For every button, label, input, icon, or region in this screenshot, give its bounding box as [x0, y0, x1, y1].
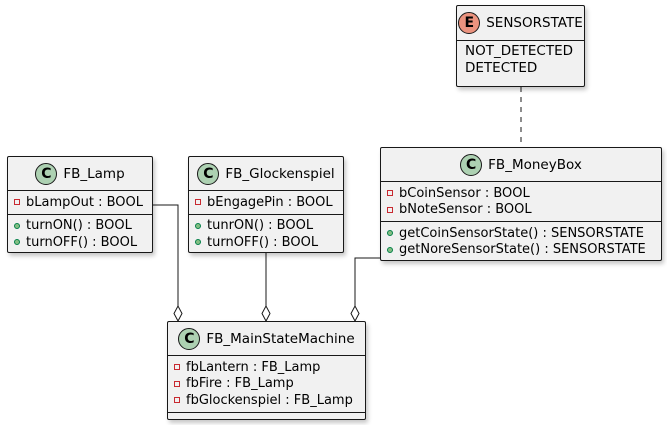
method-text: getNoreSensorState() : SENSORSTATE — [399, 242, 646, 258]
attribute-row: bCoinSensor : BOOL — [387, 185, 661, 202]
attribute-text: bLampOut : BOOL — [26, 194, 143, 210]
attribute-row: fbGlockenspiel : FB_Lamp — [174, 392, 365, 409]
method-text: tunrON() : BOOL — [207, 218, 314, 234]
method-row: turnON() : BOOL — [14, 218, 152, 235]
private-visibility-icon — [14, 199, 20, 206]
aggregation-line-moneybox — [354, 257, 380, 306]
method-row: turnOFF() : BOOL — [14, 234, 152, 251]
class-fb-moneybox[interactable]: C FB_MoneyBox bCoinSensor : BOOL bNoteSe… — [380, 147, 662, 261]
method-text: turnOFF() : BOOL — [26, 234, 138, 250]
attributes-section: fbLantern : FB_Lamp fbFire : FB_Lamp fbG… — [168, 356, 365, 412]
class-badge-icon: C — [197, 162, 220, 185]
enum-value: DETECTED — [465, 60, 538, 76]
methods-section: tunrON() : BOOL turnOFF() : BOOL — [189, 215, 343, 254]
method-row: tunrON() : BOOL — [195, 218, 343, 235]
class-title: FB_Glockenspiel — [225, 165, 335, 182]
class-header: C FB_MainStateMachine — [168, 322, 365, 355]
private-visibility-icon — [174, 364, 180, 371]
class-fb-lamp[interactable]: C FB_Lamp bLampOut : BOOL turnON() : BOO… — [7, 156, 153, 253]
class-fb-glockenspiel[interactable]: C FB_Glockenspiel bEngagePin : BOOL tunr… — [188, 156, 344, 253]
attribute-text: bEngagePin : BOOL — [207, 194, 333, 210]
enum-values: NOT_DETECTED DETECTED — [457, 41, 584, 79]
aggregation-diamond-lamp — [173, 304, 183, 323]
attribute-row: fbLantern : FB_Lamp — [174, 359, 365, 376]
attribute-row: bNoteSensor : BOOL — [387, 202, 661, 219]
public-visibility-icon — [195, 239, 201, 246]
attributes-section: bLampOut : BOOL — [8, 191, 152, 214]
attribute-text: fbGlockenspiel : FB_Lamp — [186, 392, 353, 408]
attribute-row: bLampOut : BOOL — [14, 194, 152, 211]
class-title: FB_MoneyBox — [488, 156, 582, 173]
enum-badge-icon: E — [458, 12, 481, 34]
class-fb-mainstatemachine[interactable]: C FB_MainStateMachine fbLantern : FB_Lam… — [167, 321, 366, 420]
private-visibility-icon — [387, 190, 393, 197]
enum-sensorstate[interactable]: E SENSORSTATE NOT_DETECTED DETECTED — [456, 5, 585, 87]
public-visibility-icon — [14, 239, 20, 246]
class-title: FB_Lamp — [63, 165, 125, 182]
method-text: turnON() : BOOL — [26, 218, 132, 234]
public-visibility-icon — [387, 246, 393, 253]
class-badge-icon: C — [460, 153, 483, 176]
class-header: C FB_MoneyBox — [381, 148, 661, 181]
methods-section — [168, 413, 365, 421]
attributes-section: bCoinSensor : BOOL bNoteSensor : BOOL — [381, 182, 661, 221]
attribute-text: fbFire : FB_Lamp — [186, 376, 294, 392]
private-visibility-icon — [174, 397, 180, 404]
class-badge-icon: C — [35, 162, 58, 185]
methods-section: getCoinSensorState() : SENSORSTATE getNo… — [381, 222, 661, 261]
attribute-row: fbFire : FB_Lamp — [174, 376, 365, 393]
method-text: getCoinSensorState() : SENSORSTATE — [399, 225, 644, 241]
enum-title: SENSORSTATE — [486, 15, 583, 31]
aggregation-line-lamp — [153, 204, 179, 306]
attribute-text: bCoinSensor : BOOL — [399, 185, 530, 201]
public-visibility-icon — [387, 230, 393, 237]
attribute-row: bEngagePin : BOOL — [195, 194, 343, 211]
class-header: C FB_Glockenspiel — [189, 157, 343, 190]
private-visibility-icon — [174, 380, 180, 387]
public-visibility-icon — [14, 222, 20, 229]
attribute-text: fbLantern : FB_Lamp — [186, 359, 321, 375]
attributes-section: bEngagePin : BOOL — [189, 191, 343, 214]
class-badge-icon: C — [178, 327, 201, 350]
private-visibility-icon — [195, 199, 201, 206]
methods-section: turnON() : BOOL turnOFF() : BOOL — [8, 215, 152, 254]
class-header: C FB_Lamp — [8, 157, 152, 190]
class-title: FB_MainStateMachine — [206, 330, 355, 347]
enum-header: E SENSORSTATE — [457, 6, 584, 40]
private-visibility-icon — [387, 206, 393, 213]
method-text: turnOFF() : BOOL — [207, 234, 319, 250]
method-row: getNoreSensorState() : SENSORSTATE — [387, 242, 661, 259]
enum-value: NOT_DETECTED — [465, 43, 574, 59]
method-row: turnOFF() : BOOL — [195, 234, 343, 251]
aggregation-diamond-glockenspiel — [261, 304, 271, 323]
public-visibility-icon — [195, 222, 201, 229]
attribute-text: bNoteSensor : BOOL — [399, 202, 532, 218]
method-row: getCoinSensorState() : SENSORSTATE — [387, 225, 661, 242]
aggregation-diamond-moneybox — [350, 304, 360, 323]
